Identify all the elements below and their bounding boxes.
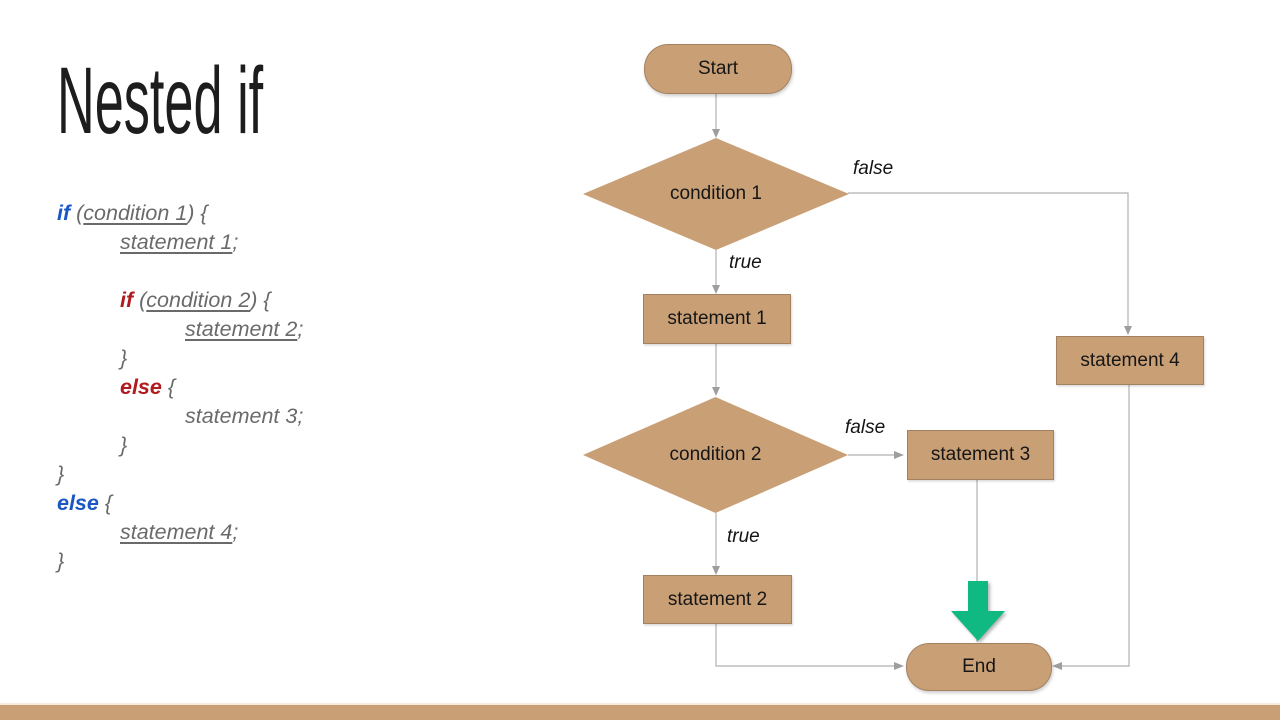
code-line: } [57,547,517,576]
flow-node-start: Start [644,44,792,94]
code-token: statement 2 [185,317,298,341]
flow-node-label: statement 4 [1080,349,1180,371]
code-line: else { [57,489,517,518]
code-token: { [161,375,176,399]
flow-node-label: statement 1 [667,308,767,329]
flow-node-label: statement 3 [930,444,1031,465]
arrowhead-down-icon [1124,326,1132,335]
edge-label-cond2-false: false [845,417,886,438]
arrowhead-left-icon [1052,662,1062,670]
edge-label-cond1-true: true [729,252,762,273]
flow-node-end: End [906,643,1052,691]
code-token: if [120,288,134,312]
arrowhead-down-icon [712,566,720,575]
code-token: condition 2 [146,288,251,312]
code-token: } [57,549,65,573]
edge-stmt2-end [715,622,894,667]
flow-node-label: condition 1 [670,183,762,204]
code-token: } [120,346,128,370]
flow-node-label: End [962,656,996,677]
code-token: ) { [250,288,271,312]
flow-node-statement2: statement 2 [643,575,792,624]
code-token: ; [297,317,304,341]
code-token: statement 4 [120,520,233,544]
page-title: Nested if [57,48,264,154]
green-highlight-arrow-icon [951,581,1005,641]
code-line: } [57,344,517,373]
code-line: } [57,460,517,489]
code-token: else [57,491,99,515]
code-token: else [120,375,162,399]
edge-stmt4-end [1060,383,1130,667]
code-block: if (condition 1) {statement 1; if (condi… [57,199,517,576]
code-line: if (condition 2) { [57,286,517,315]
code-line: statement 4; [57,518,517,547]
code-token: { [98,491,113,515]
code-line: if (condition 1) { [57,199,517,228]
code-token: if [57,201,71,225]
code-line: statement 2; [57,315,517,344]
flow-node-statement3: statement 3 [907,430,1054,480]
code-token: statement 1 [120,230,233,254]
code-token: } [120,433,128,457]
flow-node-label: statement 2 [667,588,768,610]
edge-label-cond2-true: true [727,526,760,547]
footer-accent-bar [0,703,1280,720]
flow-node-label: Start [697,58,739,79]
code-token: ( [133,288,147,312]
code-token: statement 3; [185,404,304,428]
code-token: ) { [187,201,208,225]
code-token: condition 1 [83,201,188,225]
code-token: ; [232,230,239,254]
edge-label-cond1-false: false [853,158,894,179]
flow-node-statement4: statement 4 [1056,336,1204,385]
arrowhead-right-icon [894,451,904,459]
edge-cond1-false [848,192,1129,327]
code-token: } [57,462,65,486]
code-token: ; [232,520,239,544]
flow-node-statement1: statement 1 [643,294,791,344]
arrowhead-down-icon [712,129,720,138]
arrowheads [712,129,1132,670]
code-line: else { [57,373,517,402]
arrowhead-right-icon [894,662,904,670]
code-token: ( [70,201,84,225]
code-line: } [57,431,517,460]
arrowhead-down-icon [712,285,720,294]
flow-node-label: condition 2 [669,444,762,465]
code-line: statement 1; [57,228,517,257]
code-line: statement 3; [57,402,517,431]
arrowhead-down-icon [712,387,720,396]
